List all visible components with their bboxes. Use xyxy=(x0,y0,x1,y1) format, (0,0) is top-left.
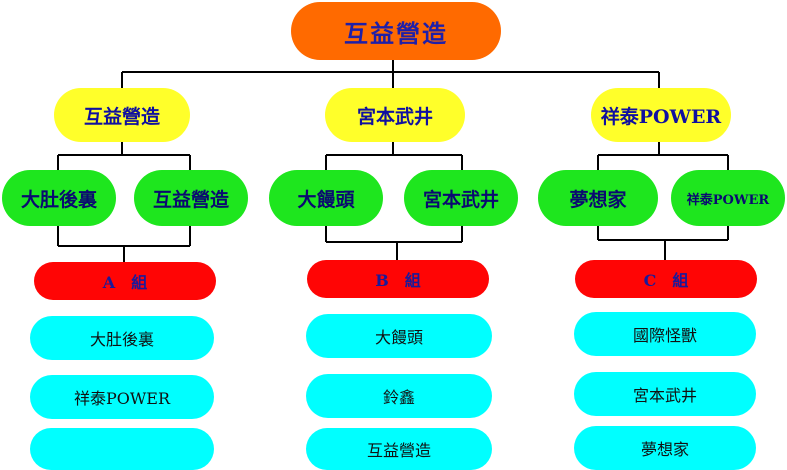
member-item: 鈴鑫 xyxy=(306,374,492,418)
member-item: 大肚後裏 xyxy=(30,316,214,360)
member-label: 宮本武井 xyxy=(632,386,697,405)
team-label: 祥泰POWER xyxy=(686,192,770,208)
branch-label: 互益營造 xyxy=(83,105,160,128)
team-label: 夢想家 xyxy=(569,188,627,211)
root-node: 互益營造 xyxy=(291,2,501,60)
team-node: 祥泰POWER xyxy=(671,170,785,226)
team-node: 大肚後裏 xyxy=(2,170,116,226)
branch-label: 宮本武井 xyxy=(356,105,433,128)
member-item: 祥泰POWER xyxy=(30,375,214,419)
team-node: 宮本武井 xyxy=(404,170,518,226)
group-label: B 組 xyxy=(375,271,421,290)
branch-node-miyamoto: 宮本武井 xyxy=(325,88,465,142)
member-item xyxy=(30,428,214,470)
team-node: 互益營造 xyxy=(134,170,248,226)
root-label: 互益營造 xyxy=(344,18,448,48)
team-label: 大肚後裏 xyxy=(20,188,97,211)
team-label: 互益營造 xyxy=(152,188,229,211)
member-item: 互益營造 xyxy=(306,428,492,470)
member-label: 鈴鑫 xyxy=(382,388,415,407)
member-label: 國際怪獸 xyxy=(632,326,697,345)
member-label: 互益營造 xyxy=(366,441,431,460)
member-item: 夢想家 xyxy=(574,426,756,470)
member-item: 宮本武井 xyxy=(574,372,756,416)
team-label: 宮本武井 xyxy=(422,188,499,211)
member-label: 大肚後裏 xyxy=(89,330,154,349)
group-header-a: A 組 xyxy=(34,262,216,300)
member-item: 國際怪獸 xyxy=(574,312,756,356)
group-label: A 組 xyxy=(102,273,148,292)
team-node: 大饅頭 xyxy=(269,170,383,226)
branch-label: 祥泰POWER xyxy=(600,105,722,128)
member-item: 大饅頭 xyxy=(306,314,492,358)
team-label: 大饅頭 xyxy=(297,188,355,211)
branch-node-huyi: 互益營造 xyxy=(54,88,190,142)
group-header-b: B 組 xyxy=(307,260,489,298)
group-label: C 組 xyxy=(643,271,689,290)
member-label: 大饅頭 xyxy=(374,328,423,347)
member-label: 夢想家 xyxy=(640,440,689,459)
member-label: 祥泰POWER xyxy=(73,389,171,408)
team-node: 夢想家 xyxy=(538,170,658,226)
branch-node-xiangtai: 祥泰POWER xyxy=(591,88,731,142)
group-header-c: C 組 xyxy=(575,260,757,298)
